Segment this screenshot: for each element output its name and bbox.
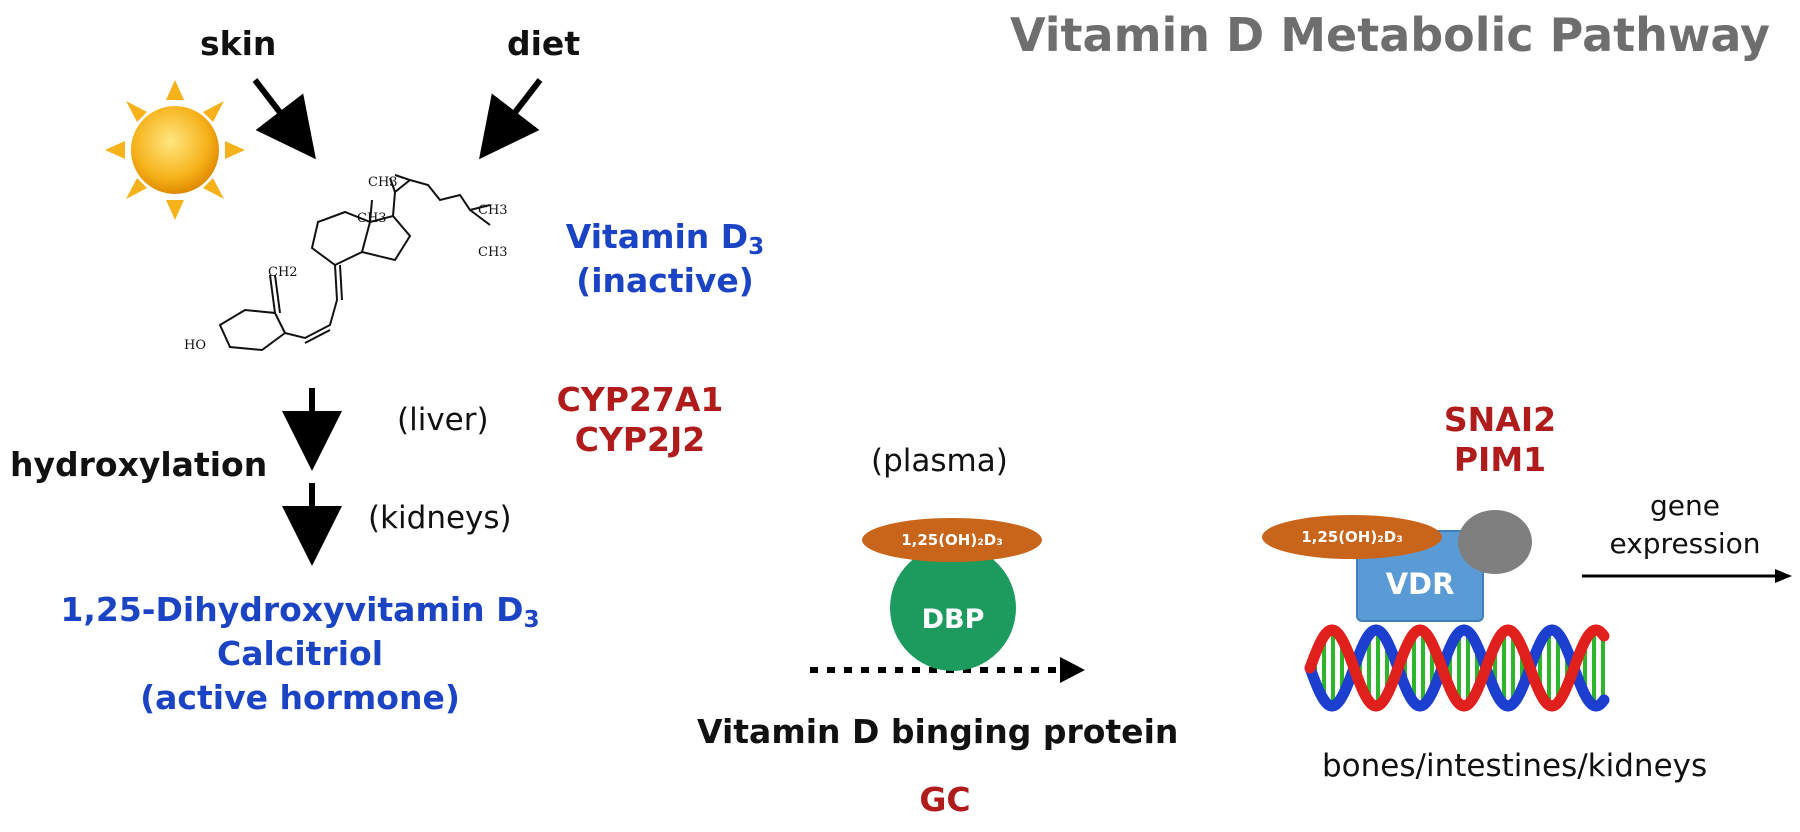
hydroxylation-label: hydroxylation [10, 445, 268, 484]
gene-expression-line2: expression [1609, 527, 1761, 560]
dbp-caption: Vitamin D binging protein [697, 712, 1179, 751]
gene-snai2: SNAI2 [1443, 400, 1557, 439]
calcitriol-state: (active hormone) [140, 678, 460, 717]
vdr-label: VDR [1385, 567, 1455, 601]
kidneys-label: (kidneys) [368, 500, 512, 536]
page-title: Vitamin D Metabolic Pathway [1010, 8, 1770, 62]
calcitriol-name: 1,25-Dihydroxyvitamin D [60, 590, 524, 629]
diet-arrow [479, 78, 543, 160]
plasma-ligand-pill: 1,25(OH)₂D₃ [862, 518, 1042, 562]
calcitriol-synonym: Calcitriol [216, 634, 383, 673]
target-tissues-label: bones/intestines/kidneys [1322, 748, 1708, 784]
dbp-protein: DBP [890, 545, 1016, 671]
dbp-label: DBP [921, 603, 985, 635]
atom-label-ch3-mid: CH3 [357, 211, 387, 226]
gene-pim1: PIM1 [1453, 440, 1547, 479]
plasma-label: (plasma) [871, 443, 1008, 479]
gene-cyp27a1: CYP27A1 [556, 380, 724, 419]
atom-label-ch2: CH2 [268, 265, 298, 280]
calcitriol-label: 1,25-Dihydroxyvitamin D3 Calcitriol (act… [30, 588, 570, 720]
gene-gc: GC [919, 780, 971, 819]
nuclear-genes: SNAI2 PIM1 [1405, 400, 1595, 480]
liver-label: (liver) [397, 402, 489, 438]
calcitriol-subscript: 3 [523, 606, 540, 633]
gene-expression-line1: gene [1650, 489, 1720, 522]
atom-label-ch3-right-1: CH3 [478, 203, 508, 218]
molecule-atom-labels: CH3 CH3 CH3 CH3 CH2 HO [184, 175, 508, 353]
liver-enzymes: CYP27A1 CYP2J2 [545, 380, 735, 460]
atom-label-ho: HO [184, 338, 206, 353]
skin-arrow [252, 78, 316, 160]
atom-label-ch3-top: CH3 [368, 175, 398, 190]
skin-label: skin [200, 24, 277, 63]
sun-icon [105, 80, 245, 220]
vitamin-d3-subscript: 3 [748, 233, 765, 260]
nuclear-ligand-pill: 1,25(OH)₂D₃ [1262, 515, 1442, 559]
vitamin-d3-structure-icon [218, 174, 491, 352]
coactivator-icon [1458, 510, 1532, 574]
vitamin-d3-state: (inactive) [576, 261, 754, 300]
diet-label: diet [507, 24, 581, 63]
gene-expression-label: gene expression [1585, 487, 1785, 563]
gene-cyp2j2: CYP2J2 [574, 420, 706, 459]
vitamin-d3-name: Vitamin D [565, 217, 749, 256]
atom-label-ch3-right-2: CH3 [478, 245, 508, 260]
vitamin-d3-label: Vitamin D3 (inactive) [545, 215, 785, 303]
dna-helix-icon [1304, 624, 1610, 712]
transport-arrowhead [1060, 657, 1085, 683]
